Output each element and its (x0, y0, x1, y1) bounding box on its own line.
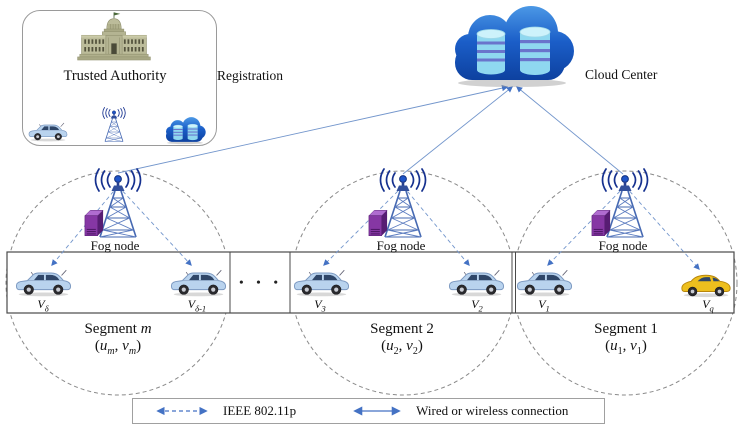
vehicle-label: Vδ-1 (187, 297, 207, 314)
registration-label: Registration (217, 68, 283, 83)
link-fog-m-to-cloud (117, 85, 509, 174)
segment-params: (u2, v2) (381, 338, 423, 357)
cloud-center-icon (446, 3, 578, 89)
wired-legend-label: Wired or wireless connection (416, 403, 569, 418)
vehicle-label: Vδ (37, 297, 49, 314)
government-building-icon (76, 11, 152, 65)
road (6, 251, 735, 314)
vehicle-icon (15, 268, 72, 298)
link-80211p (323, 185, 404, 266)
registered-rsu-tower-icon (99, 107, 129, 143)
cloud-center-label: Cloud Center (585, 67, 658, 82)
vehicle-icon (170, 268, 227, 298)
fog-node-label: Fog node (376, 238, 426, 253)
vehicle-icon-yellow (680, 272, 732, 298)
wired-arrow-icon (353, 406, 401, 416)
ieee-dashed-arrow-icon (156, 406, 208, 416)
segment-params: (u1, v1) (605, 338, 647, 357)
legend-box: IEEE 802.11p Wired or wireless connectio… (132, 398, 605, 424)
link-80211p (547, 185, 626, 266)
link-fog-1-to-cloud (516, 86, 624, 175)
fog-server-icon (84, 209, 104, 237)
vehicle-icon (448, 268, 505, 298)
fog-node-label: Fog node (598, 238, 648, 253)
ellipsis-dots: • • • (239, 275, 283, 289)
segment-name: Segment 2 (370, 321, 434, 337)
fog-server-icon (368, 209, 388, 237)
vehicle-label: V3 (314, 297, 326, 314)
segment-name: Segment 1 (594, 321, 658, 337)
ieee-legend-label: IEEE 802.11p (223, 403, 297, 418)
registered-vehicle-icon (28, 122, 68, 142)
link-80211p (402, 185, 470, 266)
vehicle-label: V1 (538, 297, 550, 314)
segment-params: (um, vm) (94, 338, 142, 357)
fog-server-icon (591, 209, 611, 237)
fog-node-label: Fog node (90, 238, 140, 253)
vehicle-label: Vq (702, 297, 714, 314)
vehicle-icon (516, 268, 573, 298)
registered-cloud-icon (163, 116, 207, 145)
vehicle-icon (293, 268, 350, 298)
link-fog-2-to-cloud (402, 86, 513, 175)
trusted-authority-label: Trusted Authority (63, 68, 167, 84)
vehicle-label: V2 (471, 297, 483, 314)
segment-name: Segment m (84, 321, 152, 337)
link-80211p (624, 185, 700, 270)
link-80211p (117, 185, 192, 266)
